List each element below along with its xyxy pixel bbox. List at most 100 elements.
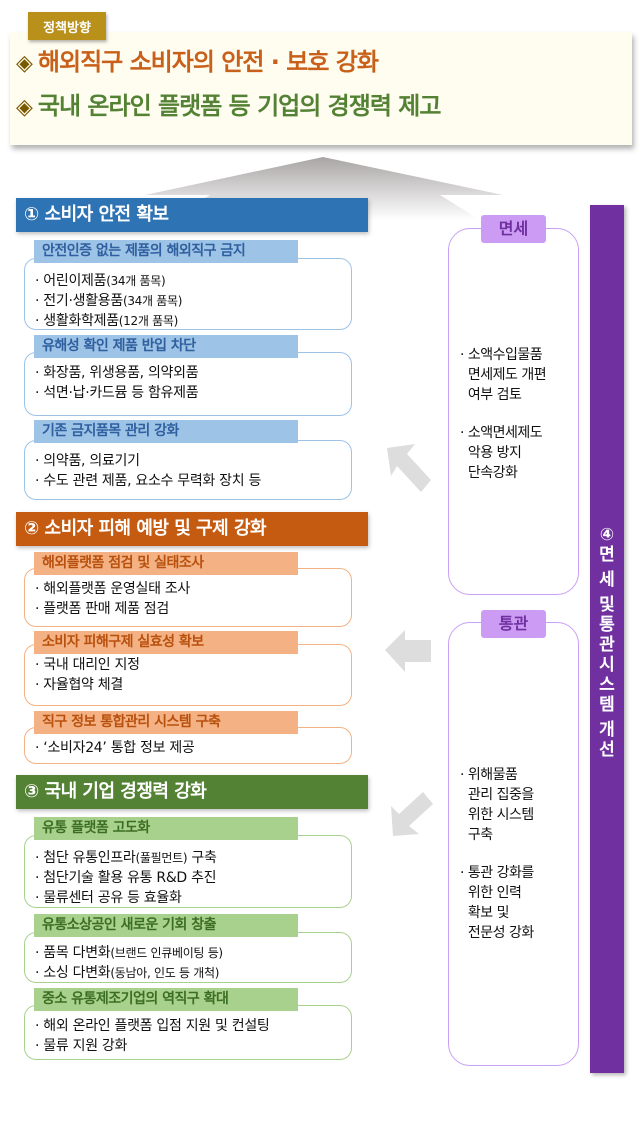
list-item: · 어린이제품(34개 품목) bbox=[35, 271, 351, 291]
list-item: · 수도 관련 제품, 요소수 무력화 장치 등 bbox=[35, 471, 351, 491]
bar-char: 통 bbox=[599, 615, 615, 635]
item-text: 구축 bbox=[187, 850, 217, 866]
list-item: · 생활화학제품(12개 품목) bbox=[35, 311, 351, 331]
item-text: · 자율협약 체결 bbox=[35, 677, 123, 693]
dutyfree-box bbox=[448, 228, 579, 595]
item-text: · ‘소비자24’ 통합 정보 제공 bbox=[35, 740, 195, 756]
group-title: 소비자 피해구제 실효성 확보 bbox=[34, 631, 298, 654]
item-text: (12개 품목) bbox=[118, 314, 178, 328]
item-text: · 석면·납·카드뮴 등 함유제품 bbox=[35, 385, 199, 401]
group-box: · 첨단 유통인프라(풀필먼트) 구축 · 첨단기술 활용 유통 R&D 추진 · … bbox=[24, 835, 352, 908]
list-item: · 해외플랫폼 운영실태 조사 bbox=[35, 579, 351, 599]
line: 관리 집중을 bbox=[467, 787, 534, 803]
item-text: · 의약품, 의료기기 bbox=[35, 453, 140, 469]
item-text: · 첨단 유통인프라 bbox=[35, 850, 136, 866]
policy-line-text: 해외직구 소비자의 안전 · 보호 강화 bbox=[37, 48, 379, 76]
item-text: · 소싱 다변화 bbox=[35, 965, 111, 981]
line: · 소액수입물품 bbox=[460, 347, 543, 363]
customs-item: · 위해물품 관리 집중을 위한 시스템 구축 bbox=[460, 765, 534, 845]
line: 구축 bbox=[467, 827, 493, 843]
customs-text: · 위해물품 관리 집중을 위한 시스템 구축 · 통관 강화를 위한 인력 확… bbox=[460, 765, 534, 961]
policy-box: ◈해외직구 소비자의 안전 · 보호 강화 ◈국내 온라인 플랫폼 등 기업의 … bbox=[10, 32, 632, 145]
policy-badge: 정책방향 bbox=[28, 12, 106, 40]
bar-char: 선 bbox=[599, 740, 615, 760]
dutyfree-item: · 소액면세제도 악용 방지 단속강화 bbox=[460, 423, 546, 483]
arrow-left-icon bbox=[385, 630, 431, 672]
item-text: · 물류센터 공유 등 효율화 bbox=[35, 890, 182, 906]
bar-char: ④ bbox=[599, 525, 615, 545]
customs-badge: 통관 bbox=[481, 610, 546, 638]
line: 면세제도 개편 bbox=[467, 367, 547, 383]
line: 확보 및 bbox=[467, 905, 510, 921]
bar-char: 관 bbox=[599, 635, 615, 655]
arrow-up-left-icon bbox=[387, 444, 431, 492]
group-box: · 화장품, 위생용품, 의약외품 · 석면·납·카드뮴 등 함유제품 bbox=[24, 352, 352, 416]
list-item: · 플랫폼 판매 제품 점검 bbox=[35, 599, 351, 619]
group-title: 기존 금지품목 관리 강화 bbox=[34, 420, 298, 443]
diamond-icon: ◈ bbox=[16, 95, 33, 120]
list-item: · 의약품, 의료기기 bbox=[35, 451, 351, 471]
group-title: 해외플랫폼 점검 및 실태조사 bbox=[34, 552, 298, 575]
bar-char: 세 bbox=[599, 570, 615, 590]
group-box: · 국내 대리인 지정 · 자율협약 체결 bbox=[24, 644, 352, 706]
group-title: 안전인증 없는 제품의 해외직구 금지 bbox=[34, 240, 298, 263]
list-item: · 자율협약 체결 bbox=[35, 675, 351, 695]
list-item: · 전기·생활용품(34개 품목) bbox=[35, 291, 351, 311]
group-title: 유해성 확인 제품 반입 차단 bbox=[34, 335, 298, 358]
section-header: ② 소비자 피해 예방 및 구제 강화 bbox=[16, 512, 368, 546]
diamond-icon: ◈ bbox=[16, 51, 33, 76]
item-text: · 생활화학제품 bbox=[35, 313, 119, 329]
list-item: · 국내 대리인 지정 bbox=[35, 655, 351, 675]
customs-box bbox=[448, 622, 579, 1066]
item-text: (풀필먼트) bbox=[135, 851, 188, 865]
bar-char: 면 bbox=[599, 545, 615, 565]
group-box: · 품목 다변화(브랜드 인큐베이팅 등)· 소싱 다변화(동남아, 인도 등 … bbox=[24, 932, 352, 983]
line: · 소액면세제도 bbox=[460, 425, 543, 441]
line: · 위해물품 bbox=[460, 767, 518, 783]
item-text: (브랜드 인큐베이팅 등) bbox=[110, 946, 223, 960]
item-text: · 해외 온라인 플랫폼 입점 지원 및 컨설팅 bbox=[35, 1018, 270, 1034]
item-text: · 품목 다변화 bbox=[35, 945, 111, 961]
item-text: · 해외플랫폼 운영실태 조사 bbox=[35, 581, 190, 597]
item-text: · 수도 관련 제품, 요소수 무력화 장치 등 bbox=[35, 473, 262, 489]
bar-char: 및 bbox=[599, 595, 615, 615]
line: · 통관 강화를 bbox=[460, 865, 534, 881]
item-text: · 플랫폼 판매 제품 점검 bbox=[35, 601, 169, 617]
list-item: · 석면·납·카드뮴 등 함유제품 bbox=[35, 383, 351, 403]
policy-line-text: 국내 온라인 플랫폼 등 기업의 경쟁력 제고 bbox=[37, 92, 441, 120]
dutyfree-text: · 소액수입물품 면세제도 개편 여부 검토 · 소액면세제도 악용 방지 단속… bbox=[460, 345, 547, 501]
item-text: (34개 품목) bbox=[106, 274, 166, 288]
dutyfree-item: · 소액수입물품 면세제도 개편 여부 검토 bbox=[460, 345, 547, 405]
list-item: · 품목 다변화(브랜드 인큐베이팅 등) bbox=[35, 943, 351, 963]
group-box: · 해외 온라인 플랫폼 입점 지원 및 컨설팅 · 물류 지원 강화 bbox=[24, 1005, 352, 1060]
arrow-down-left-icon bbox=[391, 792, 433, 836]
group-box: · 해외플랫폼 운영실태 조사 · 플랫폼 판매 제품 점검 bbox=[24, 568, 352, 627]
line: 위한 시스템 bbox=[467, 807, 534, 823]
group-box: · 의약품, 의료기기 · 수도 관련 제품, 요소수 무력화 장치 등 bbox=[24, 440, 352, 500]
list-item: · 물류센터 공유 등 효율화 bbox=[35, 888, 351, 908]
item-text: · 전기·생활용품 bbox=[35, 293, 123, 309]
group-box: · 어린이제품(34개 품목)· 전기·생활용품(34개 품목)· 생활화학제품… bbox=[24, 258, 352, 330]
policy-line-2: ◈국내 온라인 플랫폼 등 기업의 경쟁력 제고 bbox=[16, 84, 632, 128]
line: 위한 인력 bbox=[467, 885, 522, 901]
list-item: · 첨단기술 활용 유통 R&D 추진 bbox=[35, 868, 351, 888]
list-item: · 해외 온라인 플랫폼 입점 지원 및 컨설팅 bbox=[35, 1016, 351, 1036]
group-title: 직구 정보 통합관리 시스템 구축 bbox=[34, 711, 298, 734]
list-item: · 소싱 다변화(동남아, 인도 등 개척) bbox=[35, 963, 351, 983]
line: 전문성 강화 bbox=[467, 925, 534, 941]
bar-char: 시 bbox=[599, 655, 615, 675]
bar-char: 개 bbox=[599, 720, 615, 740]
line: 여부 검토 bbox=[467, 387, 522, 403]
item-text: (동남아, 인도 등 개척) bbox=[110, 966, 220, 980]
dutyfree-badge: 면세 bbox=[481, 215, 546, 243]
policy-line-1: ◈해외직구 소비자의 안전 · 보호 강화 bbox=[16, 40, 632, 84]
item-text: · 첨단기술 활용 유통 R&D 추진 bbox=[35, 870, 217, 886]
bar-char: 스 bbox=[599, 675, 615, 695]
list-item: · ‘소비자24’ 통합 정보 제공 bbox=[35, 738, 351, 758]
line: 악용 방지 bbox=[467, 445, 522, 461]
section-header: ③ 국내 기업 경쟁력 강화 bbox=[16, 775, 368, 809]
group-title: 중소 유통제조기업의 역직구 확대 bbox=[34, 988, 298, 1011]
list-item: · 물류 지원 강화 bbox=[35, 1036, 351, 1056]
list-item: · 화장품, 위생용품, 의약외품 bbox=[35, 363, 351, 383]
